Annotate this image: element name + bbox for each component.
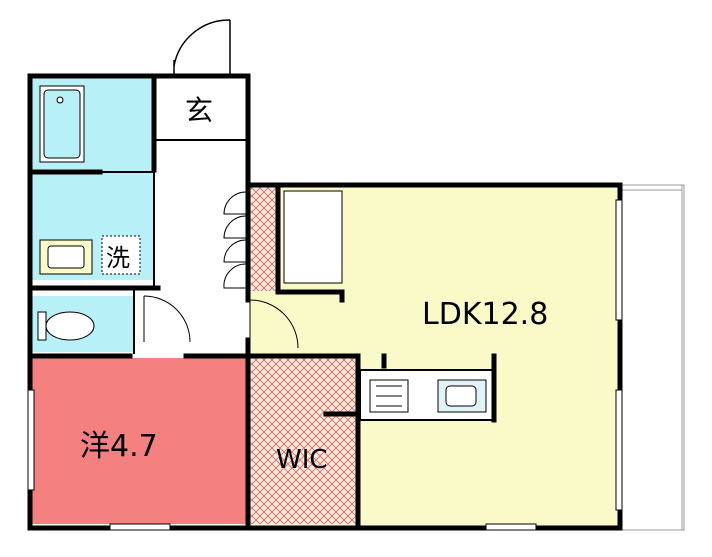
wash-basin — [39, 239, 93, 275]
ldk-door — [249, 299, 299, 349]
kitchen-counter — [359, 369, 495, 421]
entrance-door — [173, 19, 231, 77]
western-room-label: 洋4.7 — [80, 429, 158, 464]
shoe-closet-hatch — [250, 187, 276, 291]
washroom-label: 洗 — [106, 244, 130, 272]
thin-walls — [100, 139, 248, 354]
toilet — [37, 311, 95, 341]
wic-hatch — [250, 358, 356, 524]
ldk-label: LDK12.8 — [422, 297, 548, 332]
entrance-floor — [154, 78, 246, 140]
closet-doors — [223, 191, 247, 289]
washing-machine-space — [101, 235, 141, 275]
corridor-floor — [154, 140, 246, 358]
western-room-floor — [32, 358, 248, 524]
windows — [27, 199, 623, 531]
toilet-door — [143, 295, 191, 343]
entrance-label: 玄 — [185, 94, 213, 127]
balcony — [619, 184, 685, 531]
fridge-space — [283, 190, 343, 284]
wic-label: WIC — [276, 445, 328, 475]
bathtub — [39, 85, 85, 163]
